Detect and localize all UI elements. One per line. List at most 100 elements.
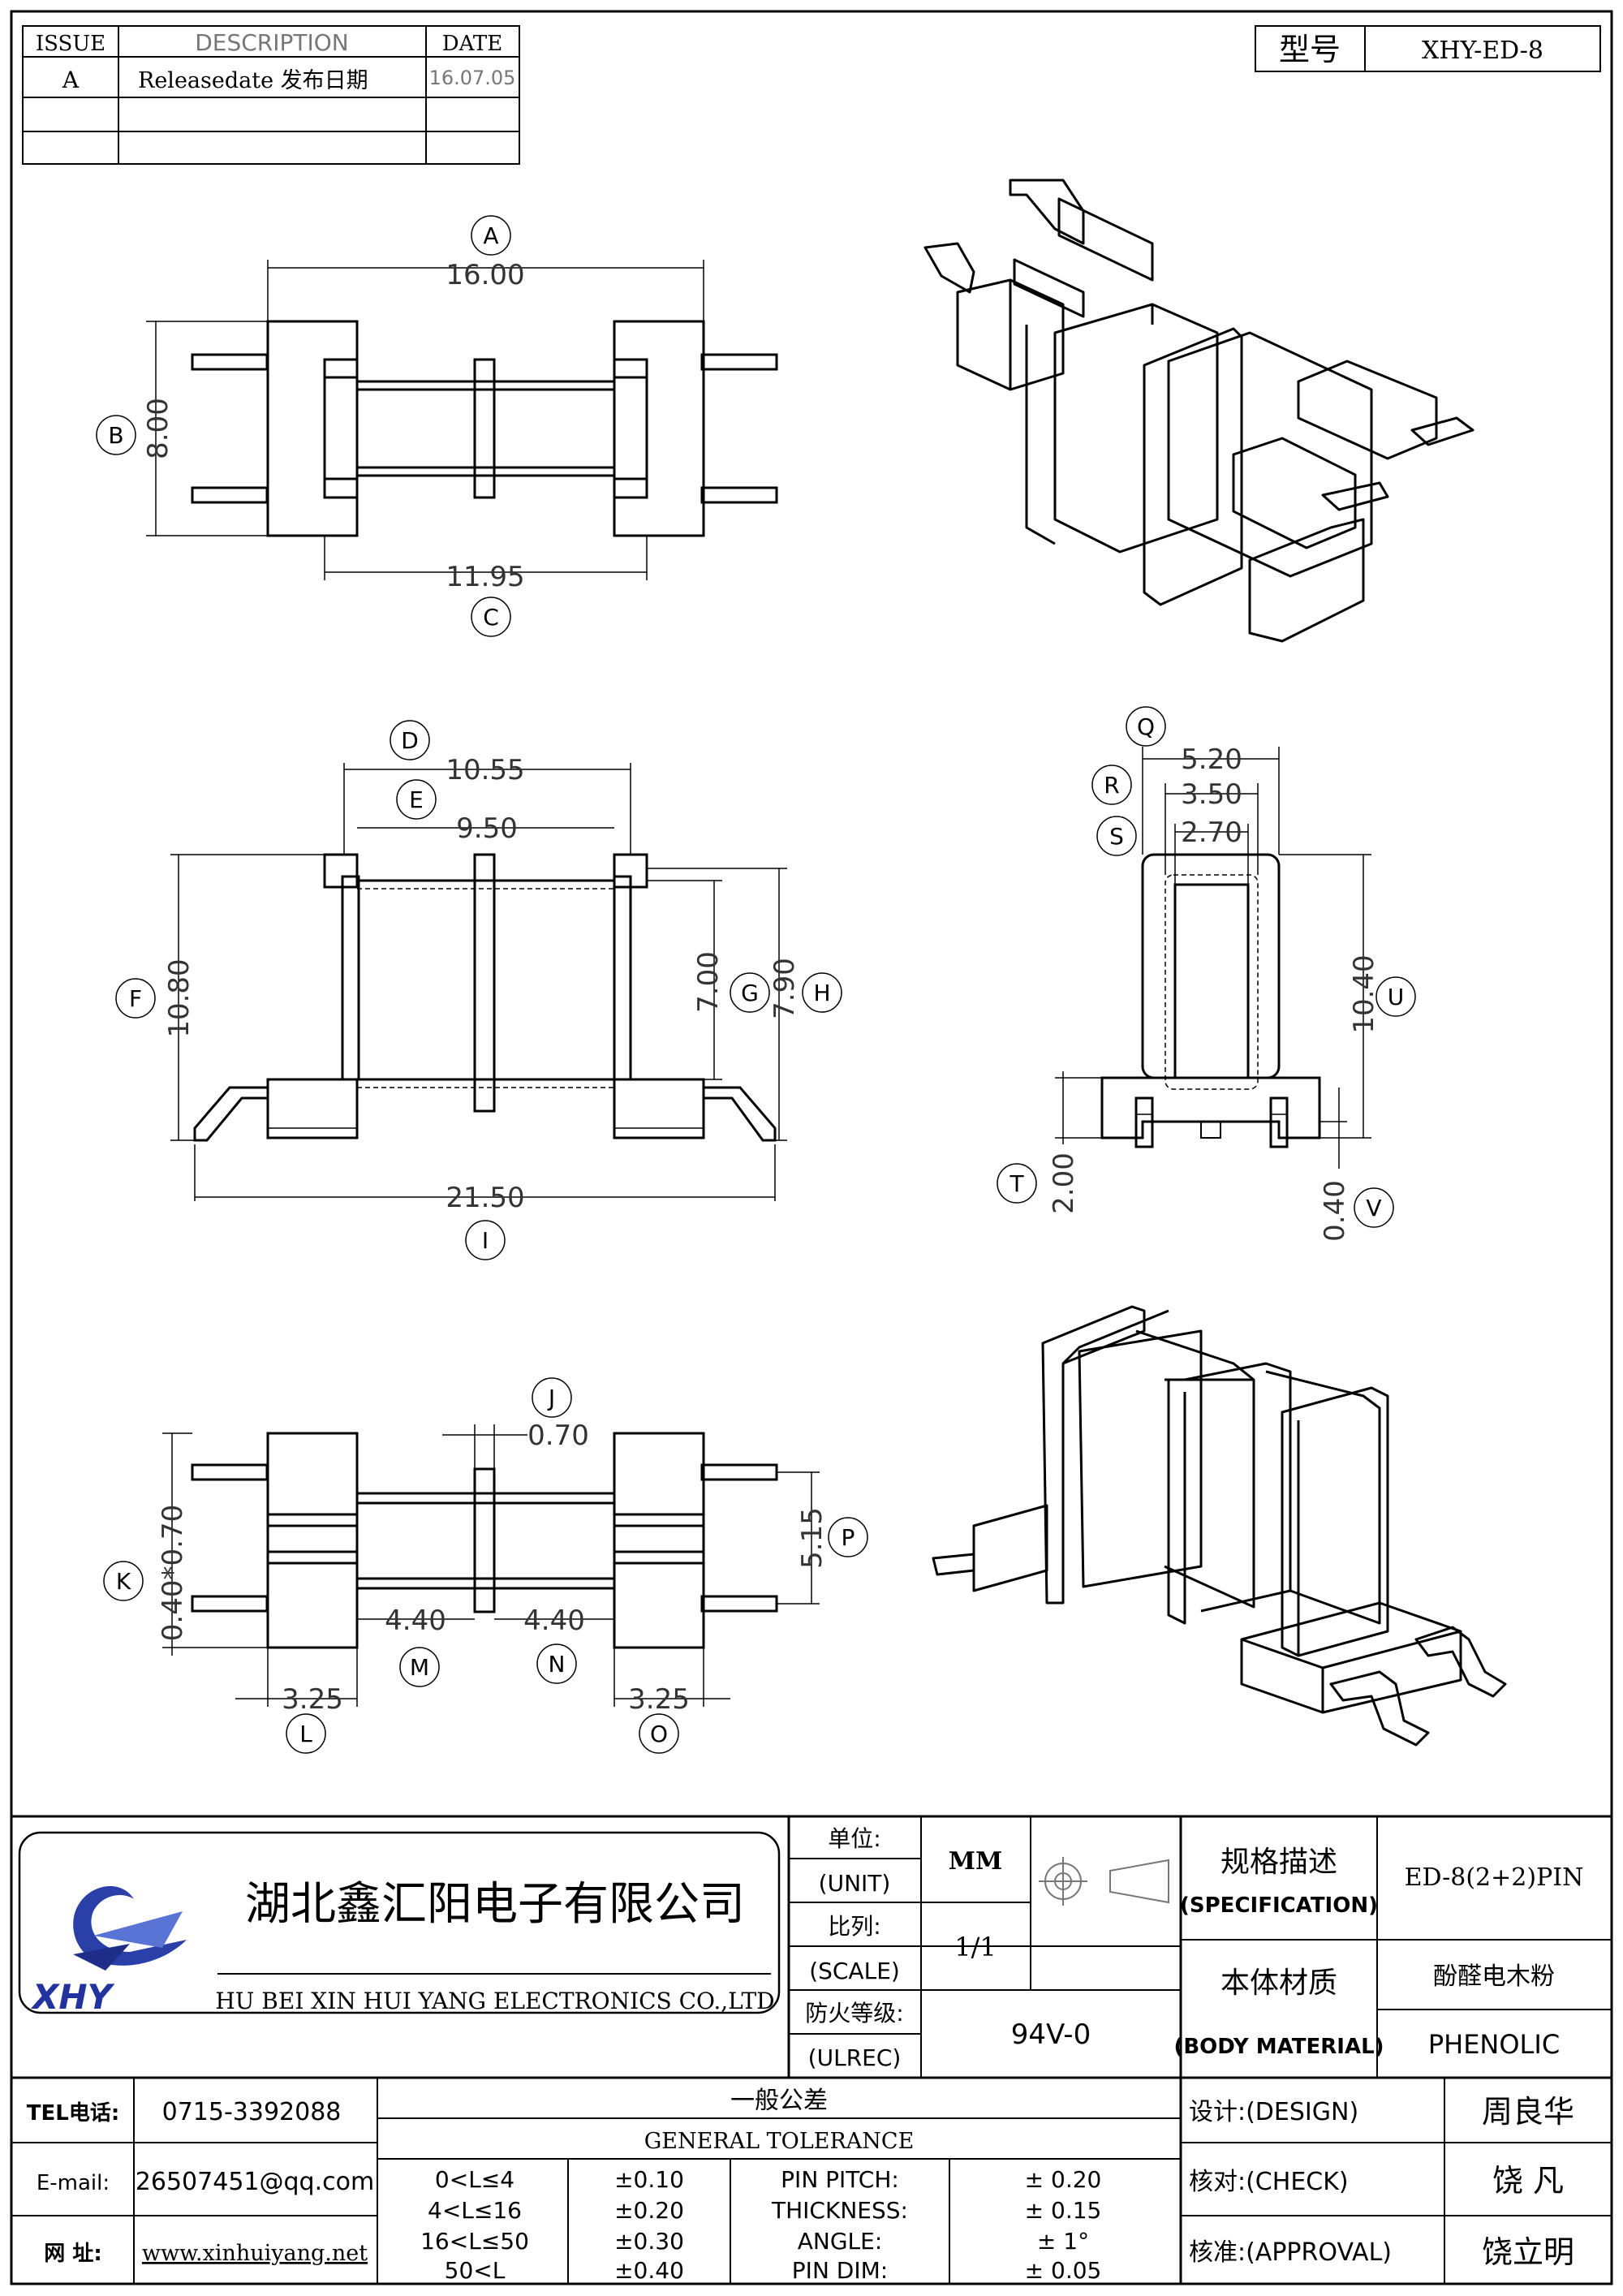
label-F: F (129, 985, 142, 1012)
label-M: M (410, 1654, 429, 1681)
rev-header-issue: ISSUE (36, 32, 105, 56)
ulrec-label-cn: 防火等级: (805, 2000, 903, 2027)
model-box (1255, 25, 1601, 72)
approval-value: 饶立明 (1482, 2234, 1574, 2270)
sheet-border (10, 10, 1613, 2285)
check-label: 核对:(CHECK) (1189, 2168, 1349, 2196)
label-U: U (1388, 984, 1405, 1010)
tol-value: ±0.40 (614, 2257, 684, 2284)
model-value: XHY-ED-8 (1422, 37, 1543, 65)
material-label-cn: 本体材质 (1220, 1966, 1337, 2000)
projection-symbol-icon (1039, 1857, 1169, 1906)
tol-range: 4<L≤16 (428, 2197, 522, 2224)
approval-label: 核准:(APPROVAL) (1189, 2238, 1392, 2267)
tol-item-value: ± 0.05 (1025, 2257, 1102, 2284)
web-value[interactable]: www.xinhuiyang.net (142, 2241, 368, 2266)
spec-label-cn: 规格描述 (1220, 1846, 1337, 1879)
dim-I: 21.50 (446, 1182, 524, 1214)
design-value: 周良华 (1482, 2094, 1574, 2130)
rev-row-description: Releasedate 发布日期 (138, 68, 368, 93)
label-T: T (1009, 1170, 1024, 1197)
label-J: J (547, 1385, 555, 1411)
label-I: I (482, 1227, 489, 1254)
label-D: D (401, 727, 419, 754)
tol-value: ±0.20 (614, 2197, 684, 2224)
label-L: L (299, 1721, 312, 1747)
label-B: B (108, 422, 123, 449)
label-N: N (549, 1651, 566, 1678)
ulrec-value: 94V-0 (1011, 2018, 1091, 2051)
label-O: O (650, 1721, 668, 1747)
dim-V: 0.40 (1319, 1180, 1351, 1242)
label-E: E (409, 786, 424, 813)
web-label: 网 址: (44, 2242, 101, 2266)
top-view (96, 215, 778, 637)
dim-A: 16.00 (446, 259, 524, 291)
dim-J: 0.70 (527, 1419, 589, 1452)
dim-F: 10.80 (163, 958, 196, 1037)
dim-K: 0.40*0.70 (157, 1505, 189, 1641)
unit-label-cn: 单位: (828, 1825, 880, 1852)
logo-text: XHY (30, 1977, 115, 2017)
dim-H: 7.90 (768, 958, 801, 1019)
label-Q: Q (1137, 713, 1155, 740)
label-S: S (1109, 823, 1124, 850)
rev-header-date: DATE (442, 32, 503, 56)
label-V: V (1366, 1195, 1381, 1221)
label-H: H (813, 980, 830, 1006)
tol-item-value: ± 0.20 (1025, 2166, 1102, 2193)
revision-table (22, 25, 520, 165)
label-K: K (116, 1568, 131, 1595)
rev-row-issue: A (62, 67, 80, 93)
tol-item: ANGLE: (798, 2228, 883, 2255)
email-value[interactable]: 26507451@qq.com (136, 2168, 374, 2196)
dim-C: 11.95 (446, 561, 524, 593)
tol-item: PIN DIM: (792, 2257, 888, 2284)
tel-value: 0715-3392088 (162, 2098, 342, 2126)
scale-label-cn: 比列: (828, 1913, 880, 1940)
tolerance-title-cn: 一般公差 (730, 2087, 828, 2115)
tol-item-value: ± 1° (1037, 2228, 1089, 2255)
tol-value: ±0.10 (614, 2166, 684, 2193)
rev-header-description: DESCRIPTION (195, 29, 349, 56)
company-logo: XHY (30, 1885, 187, 2017)
tolerance-title-en: GENERAL TOLERANCE (644, 2129, 915, 2154)
company-name-en: HU BEI XIN HUI YANG ELECTRONICS CO.,LTD (215, 1988, 774, 2014)
label-G: G (741, 980, 759, 1006)
dim-E: 9.50 (456, 812, 518, 845)
unit-label-en: (UNIT) (819, 1870, 891, 1897)
scale-label-en: (SCALE) (809, 1958, 900, 1984)
tol-item: THICKNESS: (771, 2197, 908, 2224)
material-label-en: (BODY MATERIAL) (1173, 2035, 1384, 2059)
dim-P: 5.15 (796, 1507, 829, 1569)
company-name-cn: 湖北鑫汇阳电子有限公司 (245, 1878, 745, 1931)
scale-value: 1/1 (954, 1932, 997, 1962)
isometric-view-bottom (932, 1305, 1507, 1747)
dim-U: 10.40 (1348, 954, 1380, 1033)
dim-M: 4.40 (385, 1605, 446, 1637)
spec-value: ED-8(2+2)PIN (1405, 1863, 1584, 1892)
title-block-frame (11, 1815, 1612, 2284)
tol-value: ±0.30 (614, 2228, 684, 2255)
dim-N: 4.40 (523, 1605, 585, 1637)
email-label: E-mail: (37, 2171, 110, 2195)
bottom-view (103, 1377, 868, 1754)
side-view (997, 706, 1416, 1228)
tol-item: PIN PITCH: (781, 2166, 899, 2193)
tol-range: 0<L≤4 (435, 2166, 514, 2193)
dim-O: 3.25 (628, 1683, 690, 1716)
dim-T: 2.00 (1048, 1152, 1080, 1214)
tolerance-table: 0<L≤4 ±0.10 PIN PITCH: ± 0.20 4<L≤16 ±0.… (420, 2166, 1101, 2284)
label-R: R (1104, 772, 1119, 799)
tol-item-value: ± 0.15 (1025, 2197, 1102, 2224)
unit-value: MM (949, 1847, 1002, 1876)
label-P: P (842, 1524, 855, 1551)
dim-R: 3.50 (1181, 778, 1242, 811)
design-label: 设计:(DESIGN) (1189, 2098, 1358, 2126)
label-A: A (483, 222, 498, 249)
material-value-en: PHENOLIC (1428, 2029, 1560, 2060)
dim-G: 7.00 (692, 951, 725, 1013)
dim-S: 2.70 (1181, 816, 1242, 849)
rev-row-date: 16.07.05 (429, 67, 516, 89)
